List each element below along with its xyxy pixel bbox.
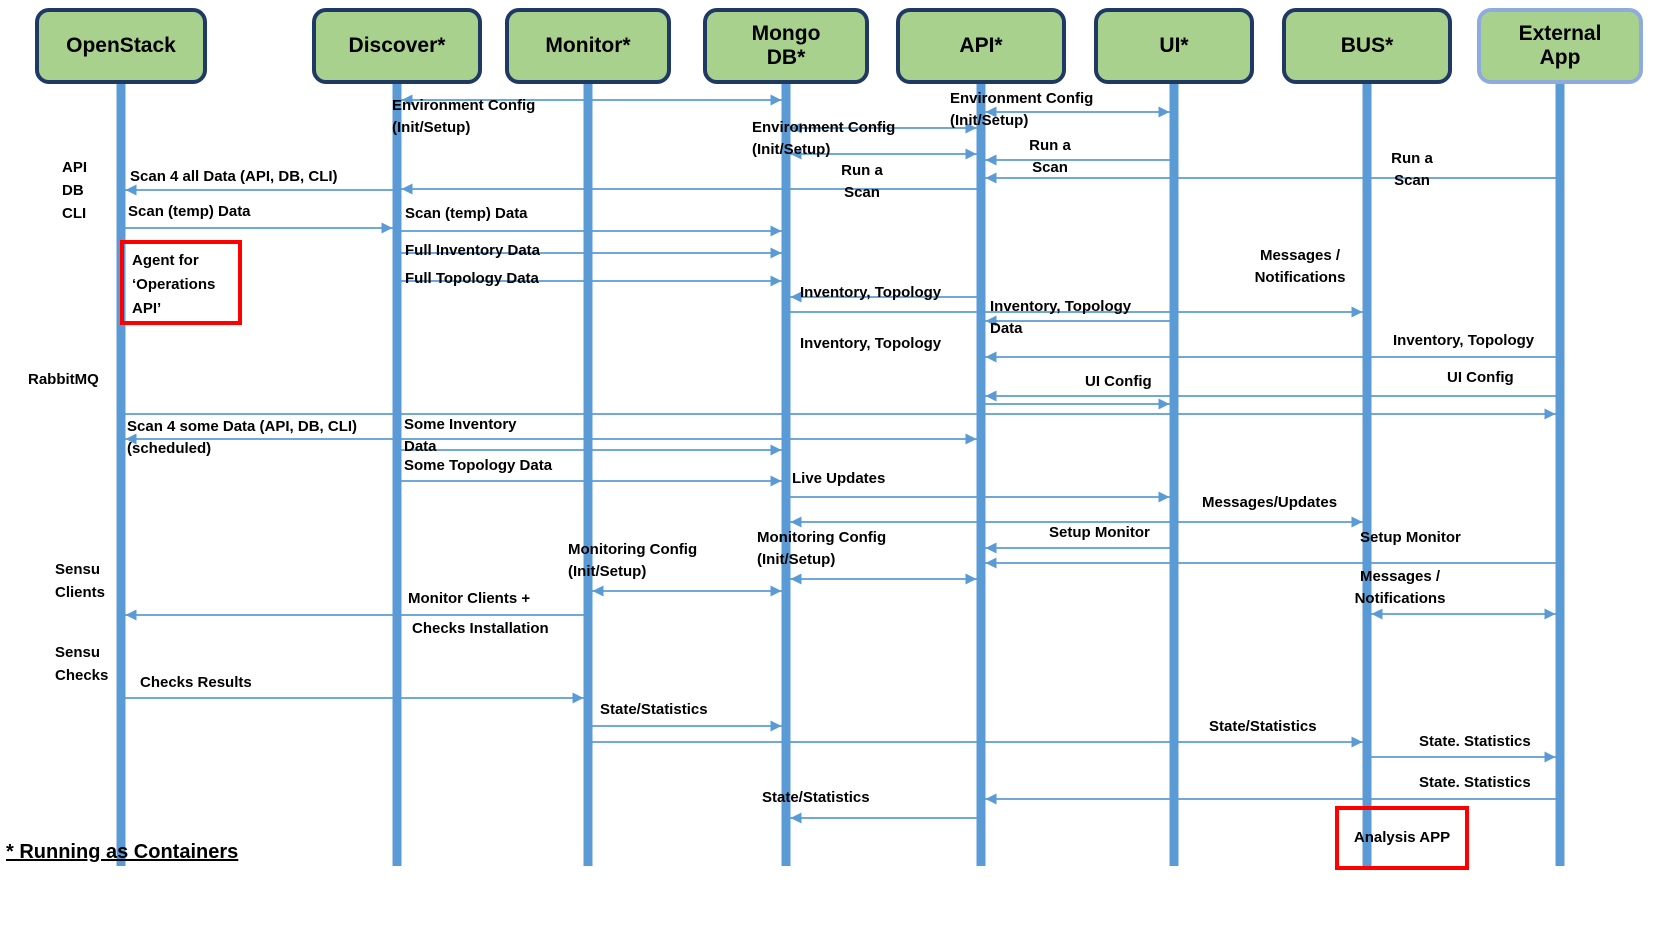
arrow-live-updates-arrowhead [1158, 491, 1170, 503]
actor-box-discover: Discover* [312, 8, 482, 84]
arrow-inventory-topology-api-mongodb-arrowhead [790, 291, 802, 303]
message-label-1: Environment Config (Init/Setup) [950, 90, 1094, 129]
arrow-run-a-scan-external-api-arrowhead [985, 172, 997, 184]
message-label-11: Inventory, Topology [800, 284, 942, 301]
message-label-22: Messages/Updates [1202, 494, 1338, 511]
message-label-16: UI Config [1085, 373, 1152, 390]
message-label-26: Monitoring Config (Init/Setup) [568, 541, 698, 580]
margin-label-3: Sensu Checks [55, 644, 109, 684]
message-label-2: Environment Config (Init/Setup) [752, 119, 896, 158]
arrow-openstack-to-external-arrowhead [1544, 408, 1556, 420]
arrow-environment-config-discover-mongodb-start-arrowhead [401, 94, 413, 106]
actor-box-monitor: Monitor* [505, 8, 671, 84]
arrow-monitoring-config-monitor-mongodb-arrowhead [770, 585, 782, 597]
margin-label-1: RabbitMQ [28, 371, 99, 388]
arrow-ui-config-external-api-arrowhead [985, 390, 997, 402]
arrow-scan-temp-data-discover-mongodb-arrowhead [770, 225, 782, 237]
message-label-0: Environment Config (Init/Setup) [392, 97, 536, 136]
arrow-monitoring-config-mongodb-api-arrowhead [965, 573, 977, 585]
arrow-scan-4-some-data-scheduled-arrowhead [125, 433, 137, 445]
message-label-13: Inventory, Topology Data [990, 298, 1132, 337]
message-label-25: Monitoring Config (Init/Setup) [757, 529, 887, 568]
arrow-environment-config-api-ui-arrowhead [1158, 106, 1170, 118]
margin-label-2: Sensu Clients [55, 561, 106, 601]
message-label-3: Run a Scan [1029, 137, 1071, 176]
message-label-10: Full Topology Data [405, 270, 539, 287]
message-label-33: State. Statistics [1419, 733, 1531, 750]
footnote: * Running as Containers [6, 841, 239, 863]
arrow-full-topology-data-arrowhead [770, 275, 782, 287]
message-label-4: Run a Scan [1391, 150, 1433, 189]
arrow-state-statistics-monitor-bus-arrowhead [1351, 736, 1363, 748]
arrow-scan-temp-data-openstack-discover-arrowhead [381, 222, 393, 234]
message-label-17: UI Config [1447, 369, 1514, 386]
margin-label-0: API DB CLI [62, 159, 88, 222]
message-label-19: Some Inventory Data [404, 416, 517, 455]
message-label-27: Messages / Notifications [1354, 568, 1446, 607]
arrow-state-statistics-monitor-mongodb-arrowhead [770, 720, 782, 732]
message-label-20: Some Topology Data [404, 457, 553, 474]
message-label-32: State/Statistics [1209, 718, 1317, 735]
arrow-monitor-clients-checks-installation-arrowhead [125, 609, 137, 621]
message-label-15: Inventory, Topology [1393, 332, 1535, 349]
message-label-7: Scan (temp) Data [128, 203, 251, 220]
arrow-environment-config-api-ui-start-arrowhead [985, 106, 997, 118]
message-label-6: Scan 4 all Data (API, DB, CLI) [130, 168, 338, 185]
actor-box-ui: UI* [1094, 8, 1254, 84]
arrow-messages-notifications-to-bus-arrowhead [1351, 306, 1363, 318]
arrow-state-statistics-api-mongodb-arrowhead [790, 812, 802, 824]
message-label-18: Scan 4 some Data (API, DB, CLI) (schedul… [127, 418, 358, 457]
message-label-5: Run a Scan [841, 162, 883, 201]
message-label-21: Live Updates [792, 470, 886, 487]
arrow-full-inventory-data-arrowhead [770, 247, 782, 259]
arrow-messages-notifications-bus-external-start-arrowhead [1371, 608, 1383, 620]
arrow-setup-monitor-ui-api-arrowhead [985, 542, 997, 554]
arrow-checks-results-arrowhead [572, 692, 584, 704]
arrow-inventory-topology-data-ui-api-arrowhead [985, 315, 997, 327]
arrow-environment-config-discover-mongodb-arrowhead [770, 94, 782, 106]
actor-box-bus: BUS* [1282, 8, 1452, 84]
arrow-state-statistics-bus-external-arrowhead [1544, 751, 1556, 763]
arrow-environment-config-mongodb-api-1-arrowhead [965, 122, 977, 134]
message-label-14: Inventory, Topology [800, 335, 942, 352]
message-label-24: Setup Monitor [1360, 529, 1461, 546]
message-label-23: Setup Monitor [1049, 524, 1150, 541]
message-label-31: State/Statistics [600, 701, 708, 718]
message-label-35: State/Statistics [762, 789, 870, 806]
annotation-box-1: Analysis APP [1335, 806, 1469, 870]
actor-box-openstack: OpenStack [35, 8, 207, 84]
annotation-box-0: Agent for ‘Operations API’ [120, 240, 242, 325]
arrow-state-statistics-external-api-arrowhead [985, 793, 997, 805]
arrow-environment-config-mongodb-api-2-arrowhead [965, 148, 977, 160]
message-label-28: Monitor Clients + [408, 590, 531, 607]
arrow-setup-monitor-external-api-arrowhead [985, 557, 997, 569]
message-label-29: Checks Installation [412, 620, 549, 637]
arrow-environment-config-mongodb-api-2-start-arrowhead [790, 148, 802, 160]
actor-box-external-app: External App [1477, 8, 1643, 84]
arrow-environment-config-mongodb-api-1-start-arrowhead [790, 122, 802, 134]
message-label-9: Full Inventory Data [405, 242, 541, 259]
message-label-12: Messages / Notifications [1254, 247, 1346, 286]
arrow-monitoring-config-monitor-mongodb-start-arrowhead [592, 585, 604, 597]
arrow-messages-updates-arrowhead [1351, 516, 1363, 528]
arrow-monitoring-config-mongodb-api-start-arrowhead [790, 573, 802, 585]
actor-box-mongodb: Mongo DB* [703, 8, 869, 84]
arrow-messages-updates-start-arrowhead [790, 516, 802, 528]
arrow-some-inventory-data-arrowhead [770, 444, 782, 456]
arrow-scan-4-all-data-arrowhead [125, 184, 137, 196]
message-label-30: Checks Results [140, 674, 252, 691]
arrow-some-topology-data-arrowhead [770, 475, 782, 487]
message-label-34: State. Statistics [1419, 774, 1531, 791]
message-label-8: Scan (temp) Data [405, 205, 528, 222]
arrow-inventory-topology-external-api-arrowhead [985, 351, 997, 363]
arrow-ui-config-api-ui-arrowhead [1158, 398, 1170, 410]
arrow-run-a-scan-api-discover-arrowhead [401, 183, 413, 195]
arrow-messages-notifications-bus-external-arrowhead [1544, 608, 1556, 620]
arrow-run-a-scan-ui-api-arrowhead [985, 154, 997, 166]
actor-box-api: API* [896, 8, 1066, 84]
arrow-scan-4-some-data-scheduled-start-arrowhead [965, 433, 977, 445]
